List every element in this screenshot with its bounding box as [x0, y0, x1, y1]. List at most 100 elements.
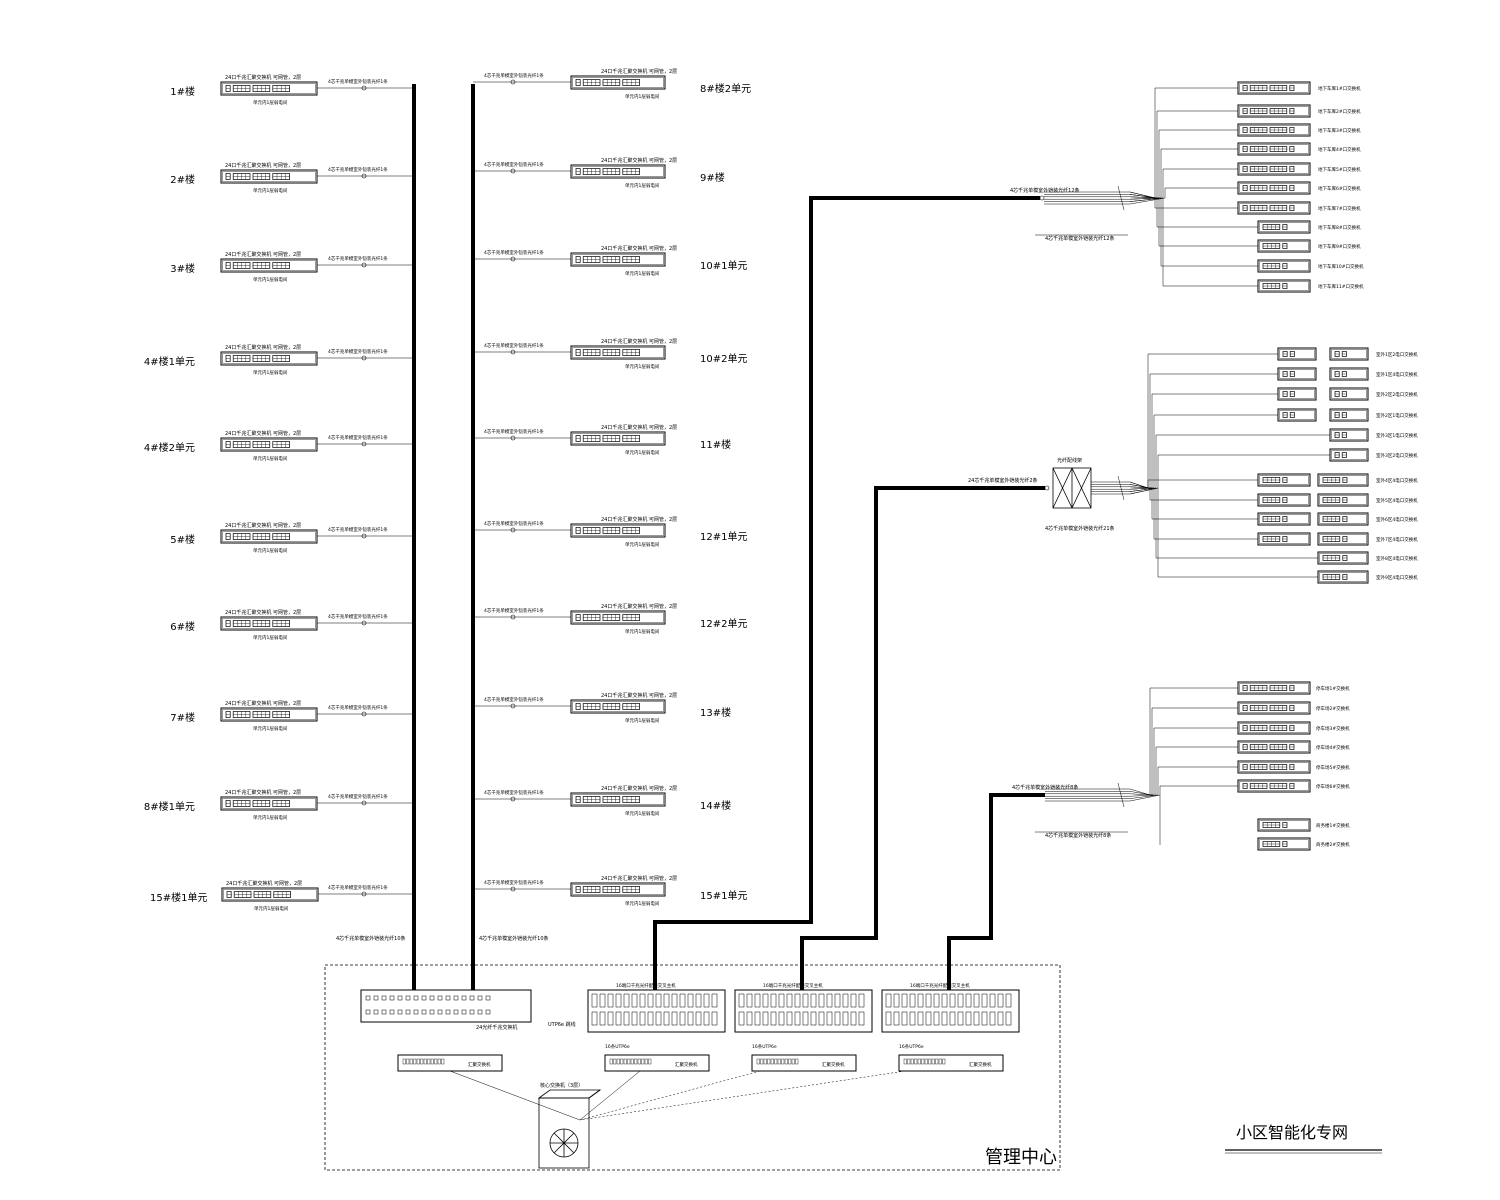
cable-connector-icon — [361, 355, 367, 361]
building-label: 11#楼 — [700, 438, 731, 451]
aggregation-switch — [570, 345, 666, 360]
diagram-title: 小区智能化专网 — [1236, 1123, 1348, 1142]
access-switch — [1257, 220, 1311, 234]
building-label: 15#1单元 — [700, 890, 747, 902]
cable-label: 4芯千兆单模室外铠装光纤1条 — [328, 348, 388, 355]
access-switch-label: 商务楼2#交换机 — [1316, 841, 1350, 848]
switch-spec-label: 24口千兆汇聚交换机 可网管，2层 — [225, 344, 301, 351]
cable-connector-icon — [510, 703, 516, 709]
cable-label: 4芯千兆单模室外铠装光纤1条 — [328, 793, 388, 800]
core-switch-label: 核心交换机（3层） — [540, 1082, 583, 1089]
access-switch — [1237, 681, 1311, 695]
rg2-main-cable: 24芯千兆单模室外铠装光纤2条 — [968, 477, 1038, 484]
building-label: 7#楼 — [170, 711, 195, 724]
access-switch-label: 室外2区2电口交换机 — [1376, 391, 1418, 398]
building-label: 13#楼 — [700, 706, 731, 719]
building-label: 5#楼 — [170, 533, 195, 546]
aggregation-switch-label: 汇聚交换机 — [675, 1061, 698, 1068]
access-switch-label: 地下车库10#口交换机 — [1318, 263, 1364, 270]
access-switch — [1277, 387, 1317, 401]
access-switch-label: 室外9区4电口交换机 — [1376, 574, 1418, 581]
access-switch-label: 地下车库2#口交换机 — [1318, 108, 1361, 115]
fiber-patch-panel: 16端口千兆光纤配线交叉主机 — [587, 982, 726, 1033]
switch-location-label: 单元内1层弱电间 — [625, 717, 660, 724]
rg1-sub-cable: 4芯千兆单模室外铠装光纤12条 — [1045, 235, 1115, 242]
switch-spec-label: 24口千兆汇聚交换机 可网管，2层 — [601, 424, 677, 431]
right-group-2: 室外1区2电口交换机室外1区4电口交换机室外2区2电口交换机室外2区1电口交换机… — [1044, 347, 1418, 584]
switch-spec-label: 24口千兆汇聚交换机 可网管，2层 — [601, 245, 677, 252]
building-label: 10#1单元 — [700, 260, 747, 272]
access-switch-label: 地下车库7#口交换机 — [1318, 205, 1361, 212]
cable-label: 4芯千兆单模室外铠装光纤1条 — [484, 607, 544, 614]
access-switch-label: 地下车库9#口交换机 — [1318, 243, 1361, 250]
cable-connector-icon — [361, 533, 367, 539]
access-switch — [1257, 259, 1311, 273]
cable-connector-icon — [510, 435, 516, 441]
cable-label: 4芯千兆单模室外铠装光纤1条 — [328, 704, 388, 711]
cable-connector-icon — [510, 886, 516, 892]
cable-label: 4芯千兆单模室外铠装光纤1条 — [328, 613, 388, 620]
switch-spec-label: 24口千兆汇聚交换机 可网管，2层 — [225, 700, 301, 707]
access-switch — [1277, 347, 1317, 361]
aggregation-switch — [220, 616, 318, 631]
switch-location-label: 单元内1层弱电间 — [253, 369, 288, 376]
cable-label: 4芯千兆单模室外铠装光纤1条 — [328, 78, 388, 85]
aggregation-switch — [220, 529, 318, 544]
building-label: 6#楼 — [170, 620, 195, 633]
access-switch-label: 停车场4#交换机 — [1316, 744, 1350, 751]
switch-location-label: 单元内1层弱电间 — [254, 905, 289, 912]
access-switch — [1329, 347, 1369, 361]
aggregation-switch — [220, 169, 318, 184]
cable-connector-icon — [510, 796, 516, 802]
access-switch — [1257, 512, 1311, 526]
management-label: 管理中心 — [985, 1147, 1057, 1168]
switch-spec-label: 24口千兆汇聚交换机 可网管，2层 — [601, 338, 677, 345]
rg3-main-cable: 4芯千兆单模室外铠装光纤8条 — [1012, 784, 1078, 791]
access-switch-label: 地下车库1#口交换机 — [1318, 85, 1361, 92]
access-switch — [1329, 448, 1369, 462]
access-switch — [1329, 367, 1369, 381]
switch-spec-label: 24口千兆汇聚交换机 可网管，2层 — [225, 251, 301, 258]
cable-connector-icon — [510, 527, 516, 533]
aggregation-switch — [220, 707, 318, 722]
access-switch — [1329, 408, 1369, 422]
cable-label: 4芯千兆单模室外铠装光纤1条 — [328, 166, 388, 173]
building-label: 9#楼 — [700, 171, 725, 184]
aggregation-switch — [570, 431, 666, 446]
cable-label: 4芯千兆单模室外铠装光纤1条 — [484, 249, 544, 256]
switch-location-label: 单元内1层弱电间 — [625, 270, 660, 277]
access-switch-label: 停车场5#交换机 — [1316, 764, 1350, 771]
switch-location-label: 单元内1层弱电间 — [253, 814, 288, 821]
cable-label: 4芯千兆单模室外铠装光纤1条 — [328, 526, 388, 533]
switch-spec-label: 24口千兆汇聚交换机 可网管，2层 — [601, 875, 677, 882]
cable-connector-icon — [510, 256, 516, 262]
cable-connector-icon — [361, 173, 367, 179]
access-switch — [1317, 473, 1369, 487]
switch-spec-label: 24口千兆汇聚交换机 可网管，2层 — [226, 880, 302, 887]
access-switch-label: 停车场3#交换机 — [1316, 725, 1350, 732]
patch-panel-label: 16端口千兆光纤配线交叉主机 — [910, 982, 970, 989]
switch-location-label: 单元内1层弱电间 — [625, 541, 660, 548]
building-label: 15#楼1单元 — [150, 891, 207, 904]
access-switch — [1237, 181, 1311, 195]
switch-spec-label: 24口千兆汇聚交换机 可网管，2层 — [601, 516, 677, 523]
switch-location-label: 单元内1层弱电间 — [625, 810, 660, 817]
access-switch-label: 室外6区4电口交换机 — [1376, 516, 1418, 523]
access-switch-label: 室外8区4电口交换机 — [1376, 555, 1418, 562]
access-switch — [1237, 142, 1311, 156]
access-switch — [1237, 162, 1311, 176]
switch-spec-label: 24口千兆汇聚交换机 可网管，2层 — [225, 522, 301, 529]
switch-spec-label: 24口千兆汇聚交换机 可网管，2层 — [225, 789, 301, 796]
switch-spec-label: 24口千兆汇聚交换机 可网管，2层 — [225, 162, 301, 169]
access-switch — [1317, 512, 1369, 526]
cable-connector-icon — [510, 614, 516, 620]
